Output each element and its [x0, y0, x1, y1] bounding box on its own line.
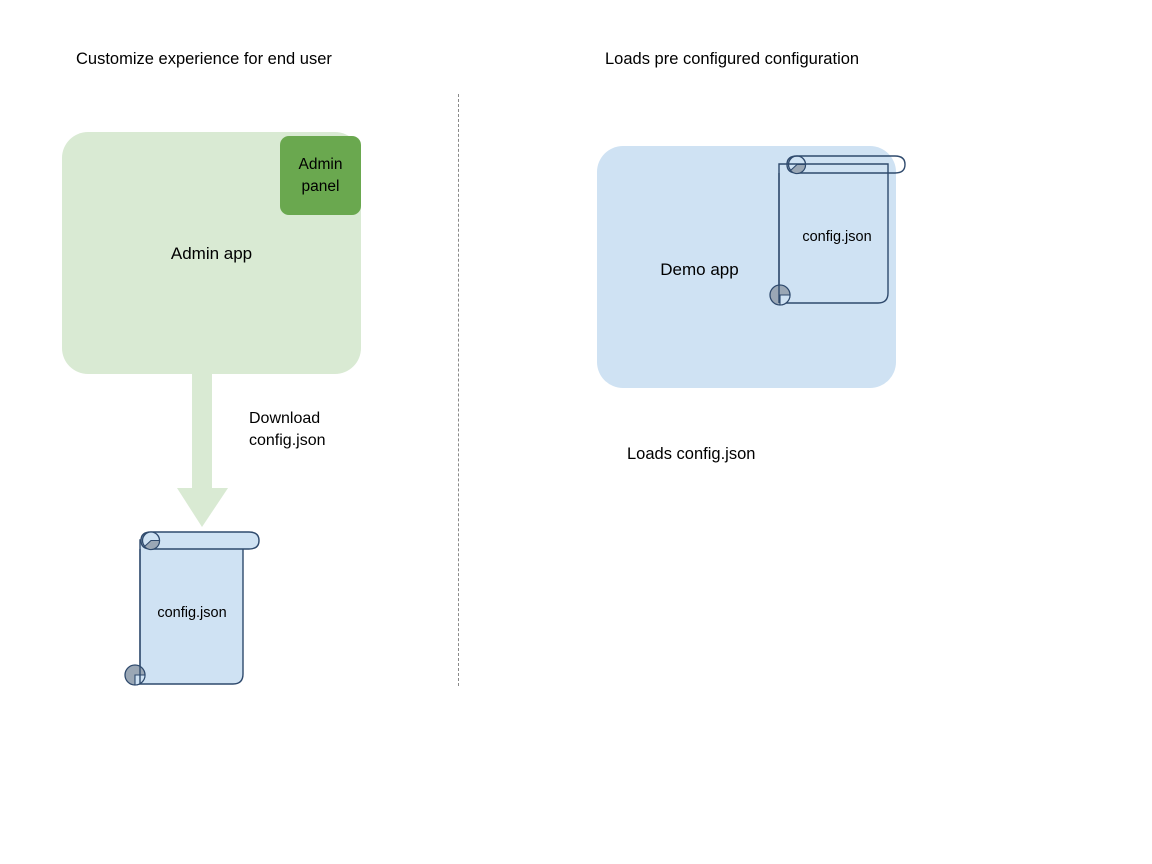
download-arrow	[177, 360, 228, 527]
download-config-json-label: Download config.json	[249, 410, 326, 449]
document-body-right	[778, 163, 889, 304]
left-column-title: Customize experience for end user	[76, 50, 332, 68]
loads-config-json-caption: Loads config.json	[627, 445, 756, 463]
admin-app-label: Admin app	[170, 244, 253, 263]
vertical-dotted-divider	[458, 94, 459, 686]
admin-panel-box[interactable]	[280, 136, 361, 215]
config-json-label-left: config.json	[157, 605, 227, 621]
document-top-roll-right	[786, 155, 906, 174]
config-json-label-right: config.json	[802, 229, 872, 245]
document-body-left	[139, 539, 244, 685]
document-top-roll-left	[140, 531, 260, 550]
demo-app-label: Demo app	[660, 260, 739, 279]
document-curl-top-right-shade	[789, 163, 807, 175]
admin-panel-label: Admin panel	[298, 156, 343, 195]
right-column-title: Loads pre configured configuration	[605, 50, 860, 68]
document-curl-top-left-shade	[143, 539, 161, 551]
document-curl-bottom-right-notch	[779, 294, 791, 306]
demo-app-card[interactable]	[597, 146, 896, 388]
